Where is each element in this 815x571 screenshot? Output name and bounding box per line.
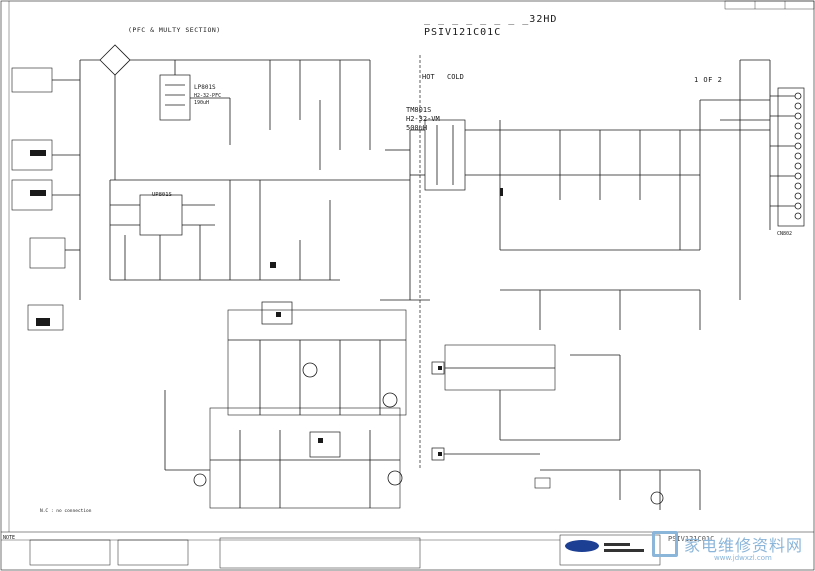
transistor-q5 xyxy=(650,491,664,505)
watermark-text: 家电维修资料网 xyxy=(684,536,804,555)
transistor-q3 xyxy=(387,470,403,486)
standby-block xyxy=(209,407,401,509)
bridge-rectifier xyxy=(99,44,131,76)
page-label: 1 OF 2 xyxy=(694,76,723,84)
title-block-label: NOTE xyxy=(3,535,16,541)
inductor-part: H2-32-PFC xyxy=(194,93,222,99)
title-block-model: PSIV121C01C xyxy=(668,535,715,543)
transformer-ref: TM801S xyxy=(406,106,432,114)
schematic-title-line1: _ _ _ _ _ _ _ _32HD xyxy=(424,14,558,25)
feedback-block xyxy=(444,344,556,391)
logo-text-bar xyxy=(604,543,630,546)
connector-ref: CN802 xyxy=(777,231,793,237)
hot-label: HOT xyxy=(422,73,435,81)
schematic-title-line2: PSIV121C01C xyxy=(424,27,502,38)
watermark-url: www.jdwxzl.com xyxy=(714,554,772,562)
pfc-ic-ref: UP801S xyxy=(152,192,172,198)
control-block xyxy=(227,309,407,416)
transistor-q4 xyxy=(193,473,207,487)
transformer-part: H2-32-VM xyxy=(406,115,440,123)
standby-ic xyxy=(309,431,341,458)
transistor-q2 xyxy=(382,392,398,408)
inductor-value: 190uH xyxy=(194,100,210,106)
note-text: N.C : no connection xyxy=(40,509,92,514)
watermark-icon xyxy=(652,531,678,557)
section-label: (PFC & MULTY SECTION) xyxy=(128,26,221,34)
inductor-ref: LP801S xyxy=(194,84,216,91)
logo-text-bar xyxy=(604,549,644,552)
transformer-value: 500uH xyxy=(406,124,428,132)
pfc-ic xyxy=(139,194,183,236)
transistor-q1 xyxy=(302,362,318,378)
cold-label: COLD xyxy=(447,73,464,81)
pfc-inductor xyxy=(159,74,191,121)
driver-ic xyxy=(261,301,293,325)
output-connector xyxy=(777,87,805,227)
connector-pins xyxy=(794,92,802,220)
main-transformer xyxy=(424,119,466,191)
brand-logo xyxy=(565,540,599,552)
